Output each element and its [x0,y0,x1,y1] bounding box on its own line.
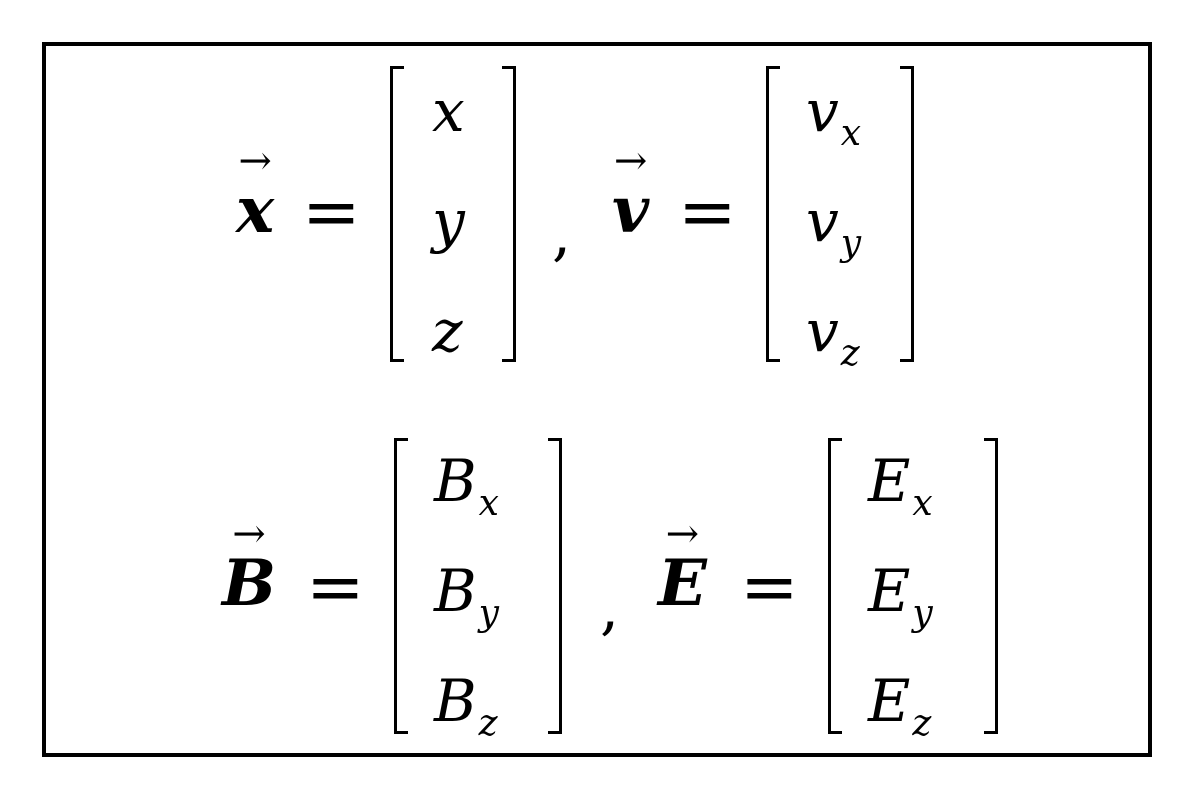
matrix-entry: Bz [434,667,498,744]
matrix-entry: Bx [434,447,499,524]
vector-arrow-icon: → [238,138,272,184]
formula-frame [42,42,1152,757]
separator-comma: , [552,199,572,269]
right-bracket [984,438,998,734]
matrix-entry: Ex [868,447,933,524]
matrix-entry: vy [806,187,862,264]
vector-x-symbol: → x [236,141,275,248]
matrix-entry: Ez [868,667,932,744]
matrix-entry: vz [806,297,860,374]
vector-v-symbol: → v [612,141,650,248]
matrix-entry: By [434,557,499,634]
vector-arrow-icon: → [665,511,700,557]
right-bracket [502,66,516,362]
left-bracket [828,438,842,734]
equals-sign: = [740,546,799,628]
right-bracket [548,438,562,734]
vector-E-letter: E [658,546,707,621]
equals-sign: = [678,171,737,253]
separator-comma: , [600,573,620,643]
vector-B-letter: B [222,546,277,621]
vector-arrow-icon: → [232,511,266,557]
equals-sign: = [306,546,365,628]
vector-E-symbol: → E [658,514,707,621]
vector-v-letter: v [612,173,650,248]
vector-arrow-icon: → [613,138,648,184]
left-bracket [394,438,408,734]
matrix-entry: z [432,297,463,365]
left-bracket [766,66,780,362]
right-bracket [900,66,914,362]
matrix-entry: y [432,187,465,255]
matrix-entry: vx [806,77,862,154]
left-bracket [390,66,404,362]
vector-B-symbol: → B [222,514,277,621]
equals-sign: = [302,171,361,253]
matrix-entry: x [432,77,465,145]
matrix-entry: Ey [868,557,933,634]
vector-x-letter: x [236,173,275,248]
